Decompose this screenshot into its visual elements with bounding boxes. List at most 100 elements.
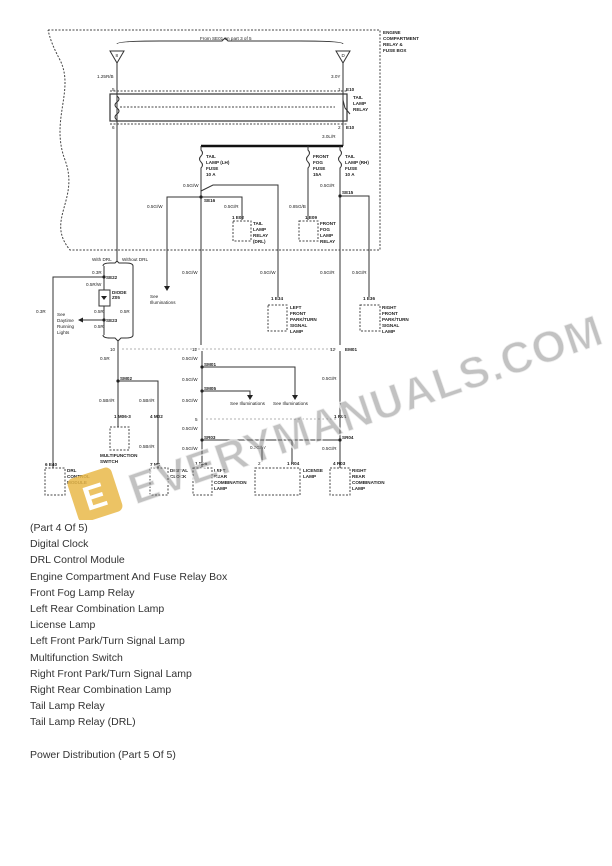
wire-label: 0.5G/W <box>183 183 199 188</box>
fuse-fog-icon <box>306 146 310 220</box>
fuse-lh-icon <box>199 146 203 345</box>
fuse-rh-icon <box>338 146 342 345</box>
watermark-logo: E <box>67 467 123 520</box>
wire-label: 0.5G/W <box>250 445 266 450</box>
junction-se23 <box>102 318 106 322</box>
list-item: License Lamp <box>30 619 96 632</box>
list-item: Right Rear Combination Lamp <box>30 683 172 696</box>
wire-label: 0.5G/R <box>352 270 367 275</box>
wire-label: 0.5R <box>94 309 104 314</box>
arrow-icon <box>78 317 83 323</box>
wire-label: 0.5R <box>94 324 104 329</box>
wire <box>340 195 370 297</box>
right-rear-combination-lamp <box>329 467 351 496</box>
junction-sm02 <box>116 379 120 383</box>
wire <box>52 276 104 463</box>
pin: 7 M3 <box>150 462 161 467</box>
see-illuminations-note: See Illuminations <box>273 401 309 406</box>
arrow-icon <box>247 395 253 400</box>
junction-label: SM02 <box>120 376 132 381</box>
pin: E10 <box>346 87 355 92</box>
wire-label: 0.5G/W <box>182 377 198 382</box>
part-label: (Part 4 Of 5) <box>30 522 88 534</box>
wire-label: 0.5G/W <box>182 446 198 451</box>
connector-triangle-a <box>109 50 125 64</box>
arrow-icon <box>164 286 170 291</box>
wire-label: 0.5Br/R <box>99 398 115 403</box>
wire-label: 0.5Br/R <box>139 444 155 449</box>
arrow-icon <box>292 395 298 400</box>
pin: 4 R03 <box>333 461 346 466</box>
wire-label: 0.5R <box>120 309 130 314</box>
pin: 6 E40 <box>45 462 57 467</box>
wire-label: 0.5G/W <box>182 398 198 403</box>
junction-label: SR03 <box>204 435 216 440</box>
pin: E10 <box>346 125 355 130</box>
multifunction-switch <box>109 426 130 451</box>
junction-label: SE23 <box>106 318 118 323</box>
junction-sr03 <box>200 438 204 442</box>
list-item: Tail Lamp Relay <box>30 700 105 713</box>
see-illuminations-note: See Illuminations <box>230 401 266 406</box>
drl-control-module <box>44 467 66 496</box>
wire <box>200 184 279 297</box>
junction-sm05 <box>200 389 204 393</box>
junction-label: SE15 <box>342 190 354 195</box>
left-front-park-turn-lamp <box>267 304 288 332</box>
fuse-box-outline <box>47 29 381 251</box>
wire <box>166 196 243 286</box>
pin: 2 <box>258 461 261 466</box>
wire-label: 0.5R/W <box>86 282 102 287</box>
relay-switch-icon <box>342 99 351 115</box>
junction-label: SR04 <box>342 435 354 440</box>
pin: 5 <box>112 87 115 92</box>
pin: 5 <box>195 417 198 422</box>
pin: 1 E36 <box>363 296 375 301</box>
junction-se15 <box>338 194 342 198</box>
next-section-heading: Power Distribution (Part 5 Of 5) <box>30 748 176 761</box>
wire-label: 0.5G/W <box>182 270 198 275</box>
wire-label: 0.5G/W <box>147 204 163 209</box>
right-front-park-turn-lamp <box>359 304 381 332</box>
junction-label: SM05 <box>204 386 216 391</box>
wire-label: 0.5Br/R <box>139 398 155 403</box>
list-item: Right Front Park/Turn Signal Lamp <box>30 667 192 680</box>
pin: 1 E09 <box>305 215 317 220</box>
wire-label: 0.5G/R <box>224 204 239 209</box>
tail-lamp-relay-drl <box>232 220 252 242</box>
list-item: DRL Control Module <box>30 554 125 567</box>
wire-label: 0.5G/W <box>182 356 198 361</box>
wire-label: 0.5G/W <box>182 426 198 431</box>
pin: 1 R05 <box>195 461 208 466</box>
connector-triangle-b <box>335 50 351 64</box>
pin: 1 <box>338 87 341 92</box>
wire-label: 0.5G/R <box>320 183 335 188</box>
from-brace <box>116 37 344 45</box>
wire-label: 0.5G/R <box>320 270 335 275</box>
pin: 1 M06-3 <box>114 414 131 419</box>
triangle-label: 8 <box>116 53 119 58</box>
brace <box>102 260 134 267</box>
pin: 2 <box>338 125 341 130</box>
junction-label: SE22 <box>106 275 118 280</box>
front-fog-lamp-relay <box>298 220 319 242</box>
without-drl-label: Without DRL <box>122 257 148 262</box>
wire-label: 0.5G/R <box>322 446 337 451</box>
pin: 1 E34 <box>271 296 283 301</box>
wire-label: 3.0Y <box>331 74 340 79</box>
